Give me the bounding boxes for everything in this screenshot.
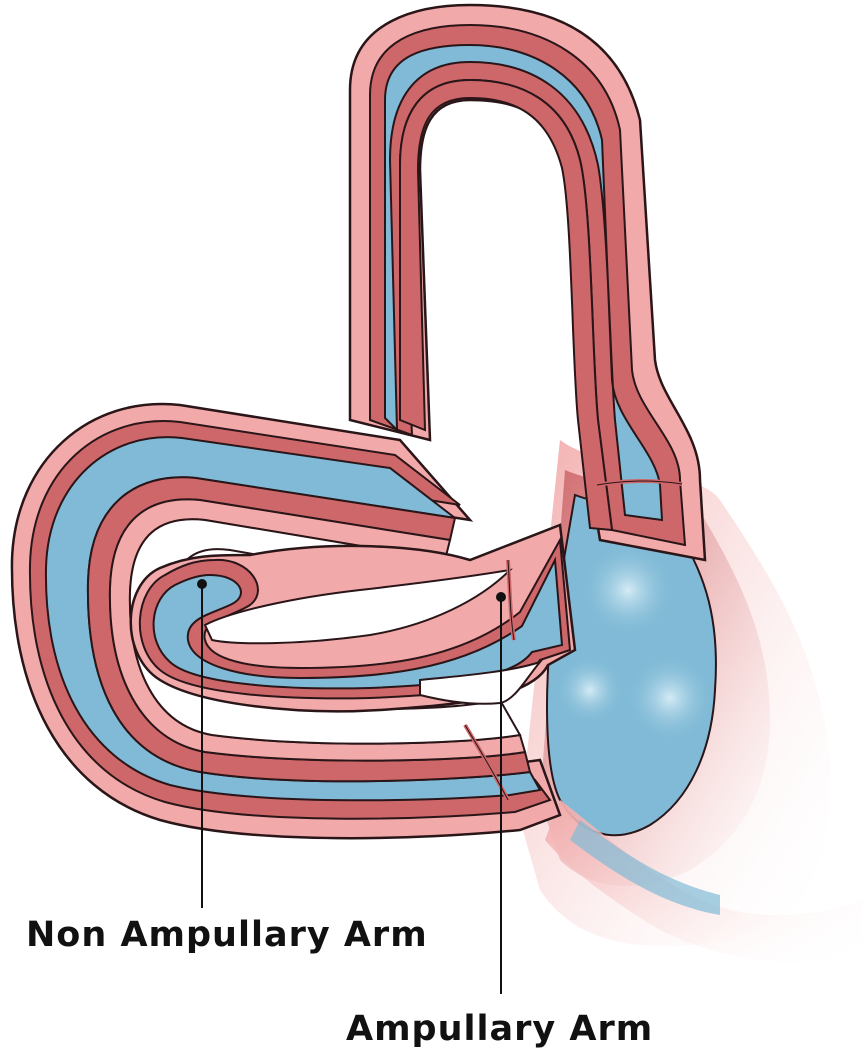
- ampullary-arm-label: Ampullary Arm: [346, 1012, 653, 1047]
- non-ampullary-arm-label: Non Ampullary Arm: [26, 918, 428, 953]
